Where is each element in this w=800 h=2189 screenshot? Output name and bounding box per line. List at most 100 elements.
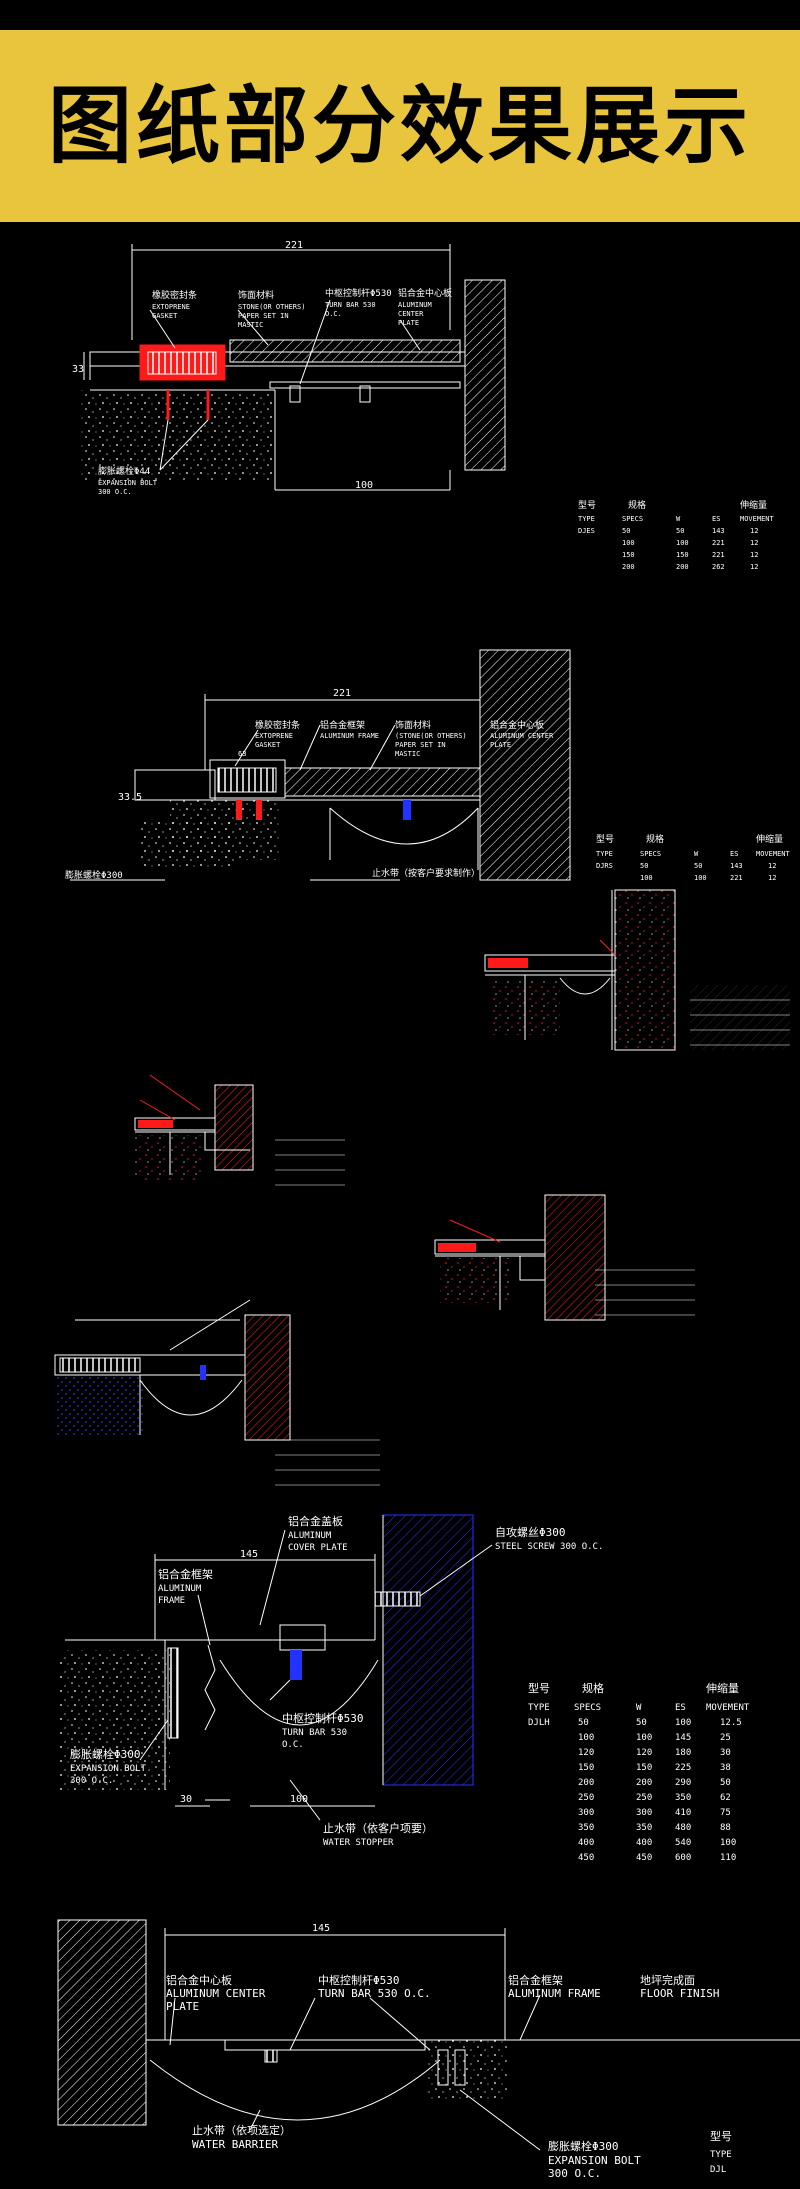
table-cell: 100 xyxy=(578,1733,594,1743)
table-cell: 12 xyxy=(768,862,776,870)
table-row: 150 150 221 12 xyxy=(622,551,758,559)
detail-9-text: 145 铝合金中心板 ALUMINUM CENTER PLATE 中枢控制杆Φ5… xyxy=(166,1923,719,2180)
detail-2-label-cn: 橡胶密封条 xyxy=(255,719,300,731)
table-cell: 540 xyxy=(675,1838,691,1848)
table-head-cn: 规格 xyxy=(646,833,664,845)
table-cell: 100 xyxy=(720,1838,736,1848)
detail-9-label-cn: 地坪完成面 xyxy=(640,1973,695,1987)
detail-1-label-en: TURN BAR 530 xyxy=(325,301,376,309)
detail-2-label-en: PAPER SET IN xyxy=(395,741,446,749)
table-cell: 350 xyxy=(578,1823,594,1833)
detail-1-label-en: EXPANSION BOLT xyxy=(98,479,158,487)
detail-2-dim-side: 33.5 xyxy=(118,792,142,803)
detail-1-dim-top: 221 xyxy=(285,240,303,251)
table-cell: 100 xyxy=(640,874,653,882)
detail-1 xyxy=(80,244,506,491)
table-cell: 145 xyxy=(675,1733,691,1743)
table-cell: 300 xyxy=(636,1808,652,1818)
table-cell: DJLH xyxy=(528,1718,550,1728)
detail-1-label-en: PAPER SET IN xyxy=(238,312,289,320)
table-cell: 350 xyxy=(636,1823,652,1833)
detail-8-label-cn: 止水带（依客户项要） xyxy=(323,1821,433,1835)
table-cell: 221 xyxy=(712,551,725,559)
table-cell: 100 xyxy=(676,539,689,547)
table-head-en: TYPE xyxy=(710,2150,732,2160)
table-cell: 143 xyxy=(712,527,725,535)
detail-2-label-cn: 铝合金框架 xyxy=(320,719,365,731)
table-head-en: ES xyxy=(730,850,738,858)
table-head-en: W xyxy=(676,515,681,523)
detail-2-spec-table: 型号 规格 伸缩量 TYPE SPECS W ES MOVEMENT DJRS … xyxy=(596,833,791,882)
table-row: 100 100 145 25 xyxy=(578,1733,731,1743)
table-cell: 100 xyxy=(636,1733,652,1743)
table-row: 120 120 180 30 xyxy=(578,1748,731,1758)
table-head-cn: 型号 xyxy=(710,2129,732,2143)
table-cell: 180 xyxy=(675,1748,691,1758)
detail-3 xyxy=(484,889,676,1051)
detail-5 xyxy=(434,1194,606,1321)
detail-1-dim-bottom: 100 xyxy=(355,480,373,491)
detail-2-label-en: (STONE(OR OTHERS) xyxy=(395,732,467,740)
detail-8-dim-top: 145 xyxy=(240,1549,258,1560)
table-cell: 300 xyxy=(578,1808,594,1818)
table-cell: 150 xyxy=(636,1763,652,1773)
detail-8-label-en: STEEL SCREW 300 O.C. xyxy=(495,1542,603,1552)
table-head-cn: 伸缩量 xyxy=(740,499,767,511)
detail-2-label-cn: 饰面材料 xyxy=(395,719,431,731)
detail-8-label-cn: 中枢控制杆Φ530 xyxy=(282,1711,364,1725)
table-cell: 12 xyxy=(750,539,758,547)
detail-8-label-cn: 膨胀螺栓Φ300 xyxy=(70,1747,141,1761)
table-cell: 450 xyxy=(636,1853,652,1863)
detail-4-spec-table xyxy=(275,1139,345,1186)
table-cell: 400 xyxy=(578,1838,594,1848)
detail-8-label-en: FRAME xyxy=(158,1596,185,1606)
detail-8-label-en: WATER STOPPER xyxy=(323,1838,394,1848)
detail-8-label-en: ALUMINUM xyxy=(158,1584,202,1594)
detail-9-label-en: PLATE xyxy=(166,2000,199,2013)
detail-1-label-en: MASTIC xyxy=(238,321,263,329)
detail-8-label-cn: 铝合金盖板 xyxy=(288,1514,343,1528)
table-cell: 120 xyxy=(636,1748,652,1758)
detail-1-label-en: ALUMINUM xyxy=(398,301,432,309)
table-head-cn: 伸缩量 xyxy=(756,833,783,845)
detail-3-spec-table xyxy=(690,985,790,1050)
detail-9-label-en: WATER BARRIER xyxy=(192,2138,278,2151)
detail-9-label-cn: 止水带（依项选定） xyxy=(192,2123,291,2137)
detail-2-label-en: MASTIC xyxy=(395,750,420,758)
table-head-en: TYPE xyxy=(528,1703,550,1713)
detail-9-label-en: TURN BAR 530 O.C. xyxy=(318,1987,431,2000)
table-cell: 200 xyxy=(578,1778,594,1788)
detail-9 xyxy=(57,1919,800,2151)
table-cell: 450 xyxy=(578,1853,594,1863)
table-row: 200 200 290 50 xyxy=(578,1778,731,1788)
title-banner: 图纸部分效果展示 xyxy=(0,30,800,222)
detail-8-dim-bottom: 100 xyxy=(290,1794,308,1805)
detail-2 xyxy=(70,649,571,881)
detail-2-dim-top: 221 xyxy=(333,688,351,699)
detail-2-label-cn: 止水带（按客户要求制作） xyxy=(372,867,480,879)
table-cell: 221 xyxy=(712,539,725,547)
table-head-en: W xyxy=(636,1703,642,1713)
table-row: 350 350 480 88 xyxy=(578,1823,731,1833)
table-head-cn: 伸缩量 xyxy=(706,1682,739,1695)
detail-2-label-en: PLATE xyxy=(490,741,511,749)
detail-1-label-cn: 中枢控制杆Φ530 xyxy=(325,287,392,299)
table-cell: 100 xyxy=(675,1718,691,1728)
table-cell: 143 xyxy=(730,862,743,870)
detail-8-label-cn: 铝合金框架 xyxy=(158,1567,213,1581)
table-cell: 12.5 xyxy=(720,1718,742,1728)
table-cell: 250 xyxy=(636,1793,652,1803)
table-head-cn: 型号 xyxy=(596,834,614,845)
table-head-en: SPECS xyxy=(622,515,643,523)
detail-9-spec-table: 型号 TYPE DJL xyxy=(710,2129,732,2175)
detail-8 xyxy=(60,1514,493,1821)
detail-8-label-en: O.C. xyxy=(282,1740,304,1750)
detail-2-label-en: ALUMINUM CENTER xyxy=(490,732,554,740)
detail-2-label-en: GASKET xyxy=(255,741,281,749)
table-head-en: SPECS xyxy=(640,850,661,858)
detail-8-label-en: 300 O.C. xyxy=(70,1776,113,1786)
detail-9-label-cn: 铝合金中心板 xyxy=(166,1973,232,1987)
table-cell: 150 xyxy=(578,1763,594,1773)
detail-9-label-cn: 铝合金框架 xyxy=(508,1973,563,1987)
